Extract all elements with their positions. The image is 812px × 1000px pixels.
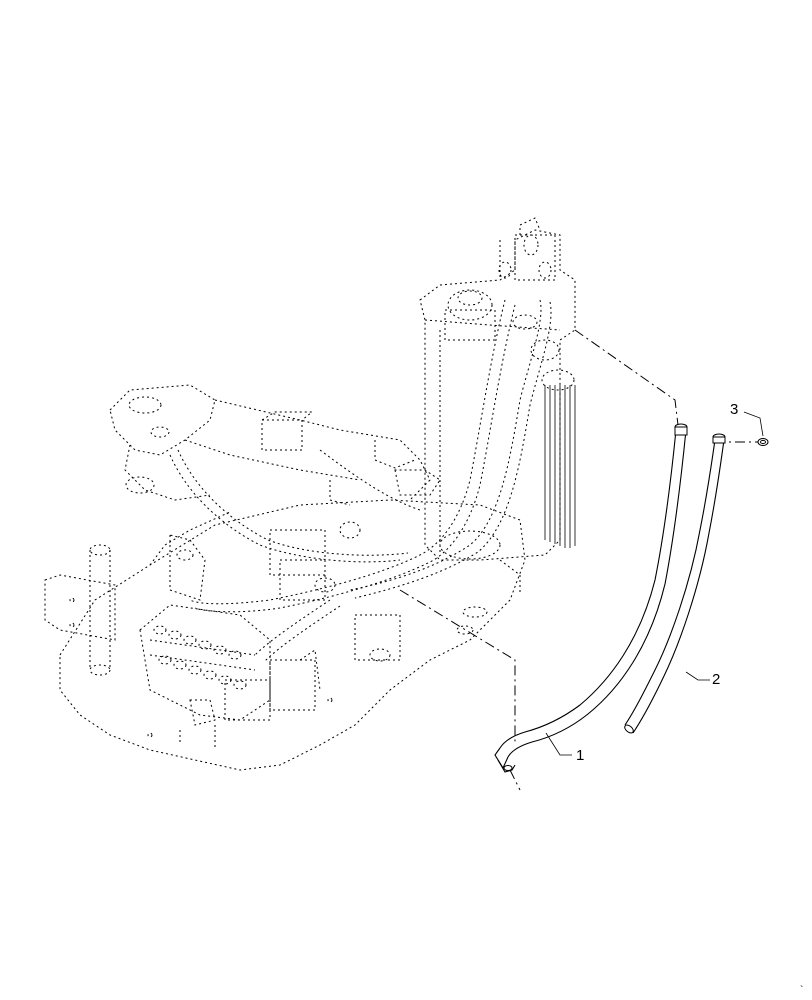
machine-base-outline xyxy=(59,499,526,771)
o-ring-part-3 xyxy=(757,438,769,446)
control-valve-bank xyxy=(139,521,401,721)
hose-part-1 xyxy=(494,423,688,773)
cooler-fins xyxy=(544,385,576,548)
callout-1: 1 xyxy=(576,747,584,764)
callout-2: 2 xyxy=(712,671,720,688)
upper-frame xyxy=(109,384,441,506)
callout-leaders xyxy=(545,411,764,756)
base-fixtures xyxy=(147,697,333,750)
cooler-tower xyxy=(419,217,576,561)
existing-hose-routing xyxy=(169,299,552,662)
callout-3: 3 xyxy=(730,401,738,418)
assembly-leader-lines xyxy=(399,329,760,791)
hose-part-2 xyxy=(624,433,726,734)
corner-mark: ` xyxy=(800,984,803,996)
left-post xyxy=(44,544,116,676)
valve-spools xyxy=(153,625,247,690)
